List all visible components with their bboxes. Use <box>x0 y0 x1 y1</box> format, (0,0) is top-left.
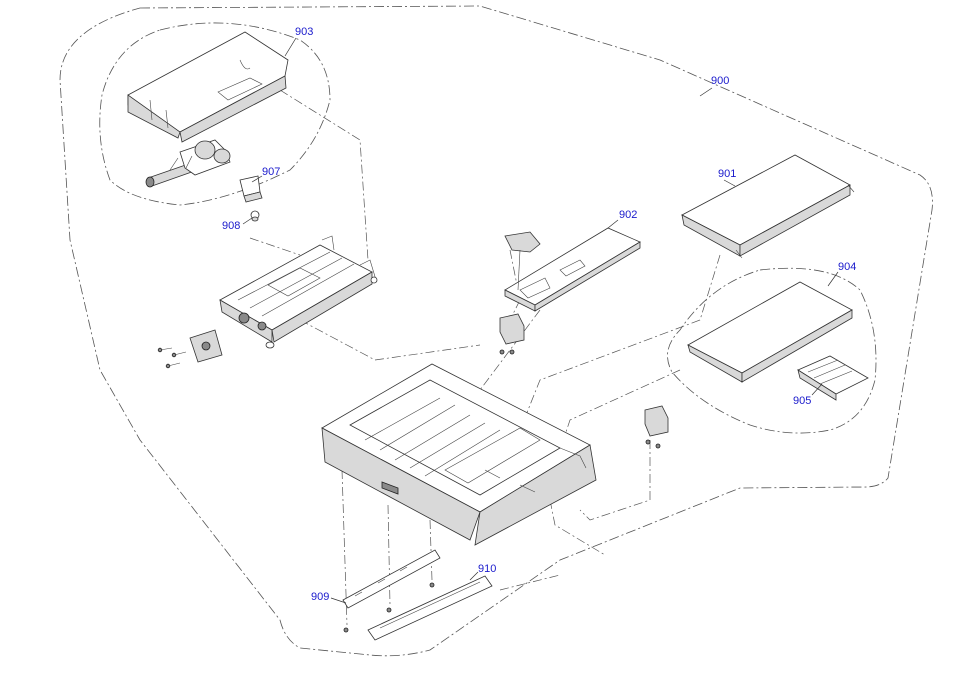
part-908-spring <box>250 210 260 222</box>
callout-908: 908 <box>222 220 240 232</box>
part-909-bracket <box>342 549 441 633</box>
subassembly-903-boundary <box>99 22 331 206</box>
callout-902: 902 <box>619 209 637 221</box>
part-901-top-cover <box>681 154 855 259</box>
part-904-paper-tray <box>687 281 853 383</box>
callout-labels: 903 900 901 902 904 905 907 908 909 910 <box>222 26 856 603</box>
paper-feed-mechanism <box>219 235 378 349</box>
part-907-bracket <box>239 175 263 203</box>
part-902-guide-plate <box>504 227 641 312</box>
part-903-roller-assembly <box>145 139 231 188</box>
part-905-tray-extension <box>797 355 869 401</box>
callout-900: 900 <box>711 75 729 87</box>
main-base-tray <box>321 363 597 546</box>
callout-907: 907 <box>262 166 280 178</box>
callout-909: 909 <box>311 591 329 603</box>
leader-lines <box>242 37 839 604</box>
latch-right <box>644 405 669 449</box>
part-910-plate <box>367 575 493 641</box>
subassembly-904-boundary <box>667 267 877 434</box>
callout-901: 901 <box>718 168 736 180</box>
callout-905: 905 <box>793 395 811 407</box>
assembly-900-boundary <box>59 5 933 657</box>
callout-903: 903 <box>295 26 313 38</box>
part-903-cover-assembly <box>127 31 289 143</box>
callout-910: 910 <box>478 563 496 575</box>
callout-904: 904 <box>838 261 856 273</box>
assembly-lines <box>249 89 721 626</box>
latch-left <box>499 313 525 355</box>
side-plate-and-screws <box>157 329 223 369</box>
